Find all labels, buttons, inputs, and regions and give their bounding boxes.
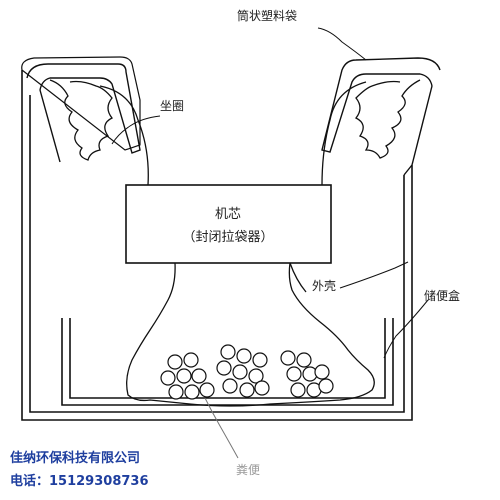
label-feces: 粪便 (236, 463, 260, 477)
leader-lines (111, 27, 429, 459)
leader-bag (317, 27, 367, 61)
leader-shell (339, 261, 409, 289)
plastic-bag (49, 79, 421, 407)
leader-feces (204, 397, 239, 459)
label-outer-shell: 外壳 (312, 279, 336, 293)
company-name: 佳纳环保科技有限公司 (10, 450, 140, 466)
leader-box (383, 299, 429, 359)
seat-ring-right (321, 57, 441, 176)
label-plastic-bag: 筒状塑料袋 (237, 8, 297, 23)
label-seat-ring: 坐圈 (160, 99, 184, 113)
label-machine-core: 机芯 (215, 207, 241, 222)
company-phone: 电话：15129308736 (10, 473, 149, 489)
machine-core (125, 184, 332, 264)
label-machine-core-sub: （封闭拉袋器） (182, 230, 273, 245)
seat-ring-left (26, 63, 141, 163)
label-storage-box: 储便盒 (424, 288, 460, 303)
leader-seat (111, 115, 161, 145)
storage-box (61, 318, 394, 406)
feces-balls (160, 344, 334, 400)
